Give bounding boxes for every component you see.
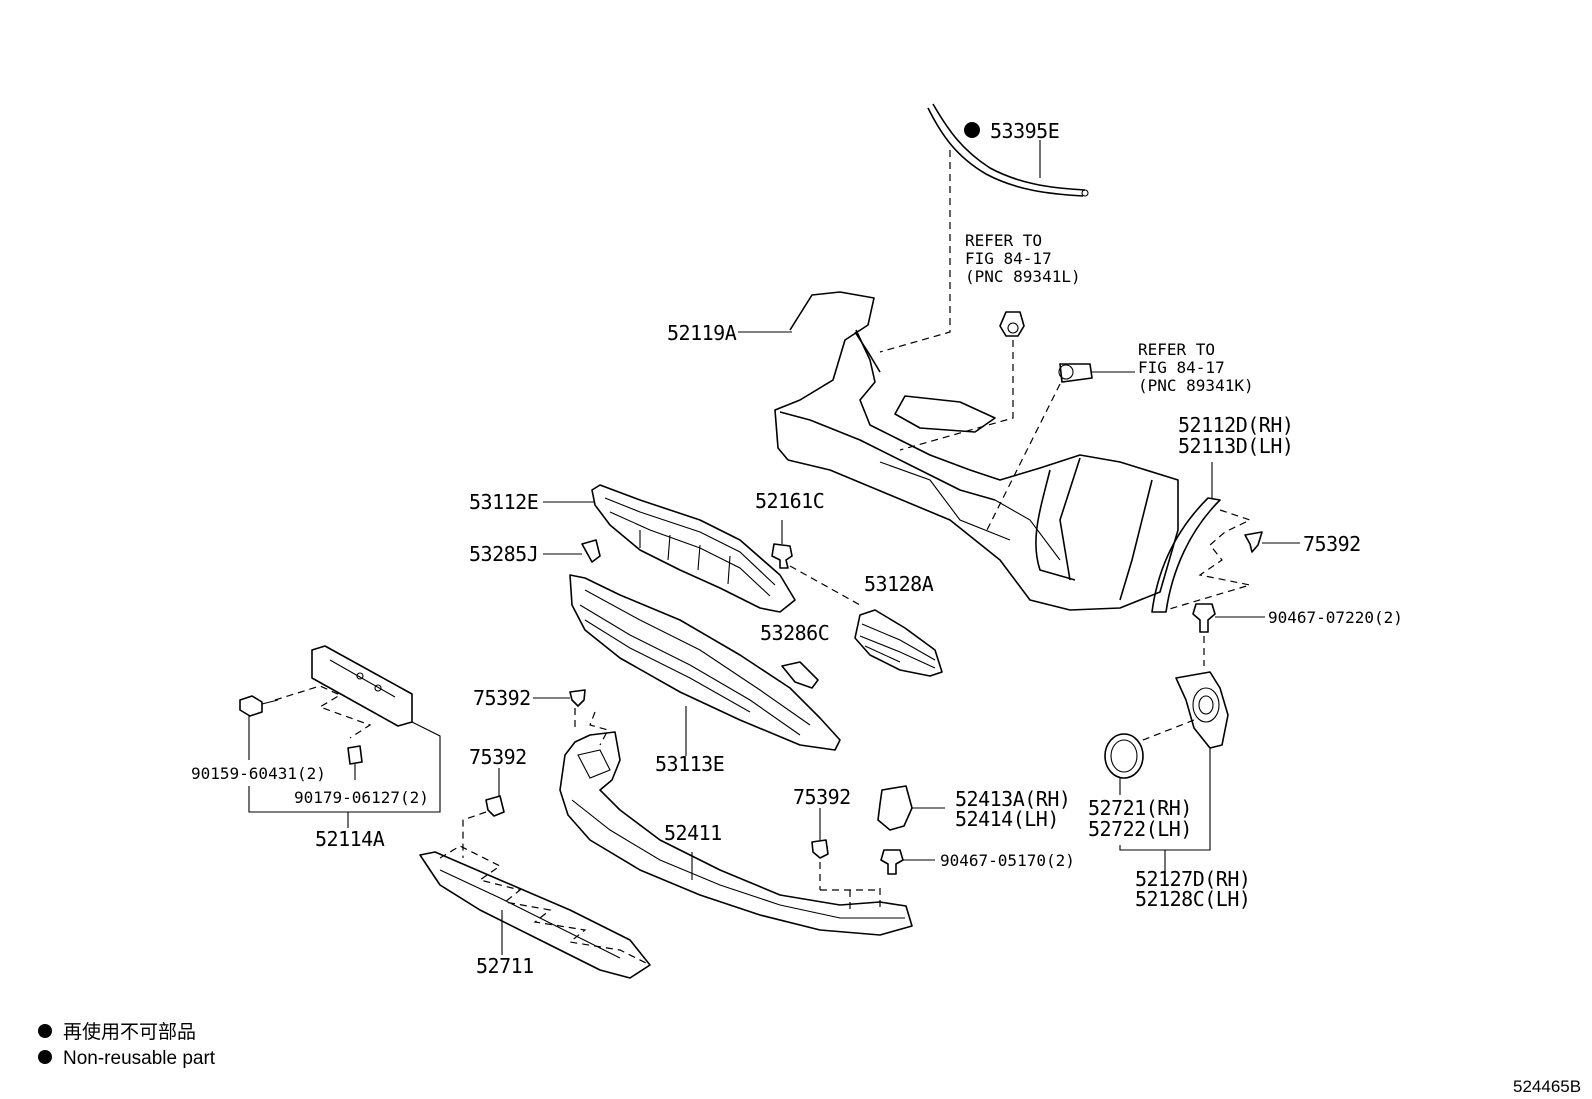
label-52414: 52414(LH) xyxy=(955,807,1059,831)
bolt-90159-60431 xyxy=(239,695,279,717)
label-refer-2-l2: FIG 84-17 xyxy=(1138,358,1225,377)
sensor-89341L xyxy=(999,311,1025,337)
nut-90179-06127 xyxy=(347,745,363,765)
clip-75392-b xyxy=(485,795,505,817)
part-53112E-upper-grille xyxy=(591,484,796,613)
label-53113E: 53113E xyxy=(655,752,724,776)
clip-75392-right xyxy=(1244,531,1263,553)
label-refer-2-l3: (PNC 89341K) xyxy=(1138,376,1254,395)
label-52128C: 52128C(LH) xyxy=(1135,887,1250,911)
label-52413A: 52413A(RH) xyxy=(955,787,1070,811)
label-90467-07220: 90467-07220(2) xyxy=(1268,608,1403,627)
label-52114A: 52114A xyxy=(315,827,385,851)
label-53128A: 53128A xyxy=(864,572,934,596)
label-refer-2-l1: REFER TO xyxy=(1138,340,1215,359)
legend-marker-2 xyxy=(38,1050,52,1064)
clip-52161C xyxy=(771,543,793,569)
part-53113E-lower-grille xyxy=(569,574,841,751)
clip-90467-07220 xyxy=(1192,603,1216,633)
part-52411-spoiler xyxy=(559,731,913,936)
label-90467-05170: 90467-05170(2) xyxy=(940,851,1075,870)
part-53128A-side-grille xyxy=(854,609,943,677)
figure-code: 524465B xyxy=(1513,1077,1581,1096)
label-refer-1-l1: REFER TO xyxy=(965,231,1042,250)
label-52119A: 52119A xyxy=(667,321,737,345)
label-75392-right: 75392 xyxy=(1303,532,1361,556)
part-52127D-bracket xyxy=(1175,671,1229,749)
part-53286C-bracket xyxy=(781,661,819,689)
part-53285J-bracket xyxy=(581,539,601,563)
label-53286C: 53286C xyxy=(760,621,829,645)
part-52413A-bracket xyxy=(877,785,913,831)
label-52113D: 52113D(LH) xyxy=(1178,434,1293,458)
part-53395E-molding xyxy=(927,103,1089,197)
label-53395E: 53395E xyxy=(990,119,1059,143)
clip-90467-05170 xyxy=(880,849,904,875)
label-75392-b: 75392 xyxy=(469,745,527,769)
label-75392-c: 75392 xyxy=(793,785,851,809)
legend-marker-1 xyxy=(38,1024,52,1038)
label-52411: 52411 xyxy=(664,821,722,845)
part-52114A-plate-bracket xyxy=(311,645,413,727)
part-52711-under-cover xyxy=(419,851,651,979)
label-53112E: 53112E xyxy=(469,490,538,514)
part-52721-ring xyxy=(1104,733,1144,779)
sensor-89341K xyxy=(1058,363,1093,383)
legend-line-1: 再使用不可部品 xyxy=(63,1021,196,1043)
label-52161C: 52161C xyxy=(755,489,824,513)
label-52711: 52711 xyxy=(476,954,534,978)
clip-75392-c xyxy=(811,839,829,859)
clip-75392-a xyxy=(569,689,586,707)
legend-line-2: Non-reusable part xyxy=(63,1048,216,1069)
label-52112D: 52112D(RH) xyxy=(1178,413,1293,437)
label-90179-06127: 90179-06127(2) xyxy=(294,788,429,807)
label-52127D: 52127D(RH) xyxy=(1135,867,1250,891)
label-53285J: 53285J xyxy=(469,542,538,566)
label-52721: 52721(RH) xyxy=(1088,796,1192,820)
label-refer-1-l3: (PNC 89341L) xyxy=(965,267,1081,286)
label-52722: 52722(LH) xyxy=(1088,817,1192,841)
part-52112D-piece xyxy=(1151,497,1221,613)
non-reusable-marker xyxy=(964,122,980,138)
label-75392-a: 75392 xyxy=(473,686,531,710)
label-90159-60431: 90159-60431(2) xyxy=(191,764,326,783)
part-52119A-bumper-cover xyxy=(774,291,1179,611)
label-refer-1-l2: FIG 84-17 xyxy=(965,249,1052,268)
